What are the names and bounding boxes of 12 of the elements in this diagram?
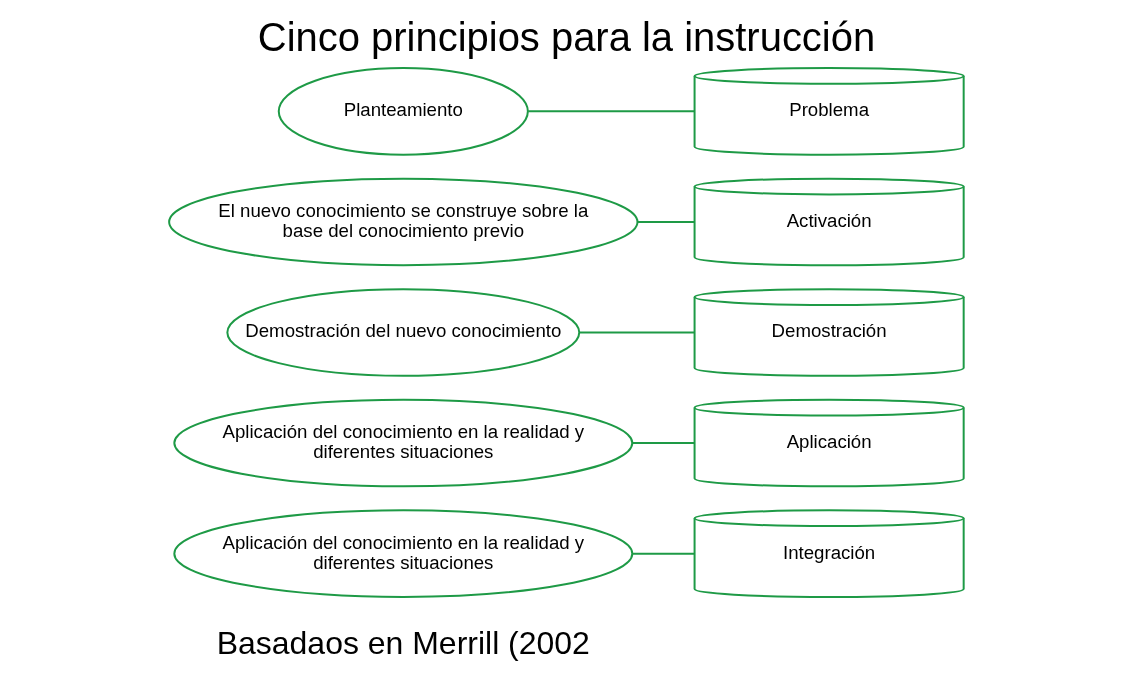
node-ellipse: Planteamiento <box>277 67 529 156</box>
connector <box>631 442 695 445</box>
connector <box>636 220 696 223</box>
node-ellipse: El nuevo conocimiento se construye sobre la base del conocimiento previo <box>167 177 638 267</box>
node-ellipse: Demostración del nuevo conocimiento <box>225 288 580 377</box>
connector <box>631 552 695 555</box>
connector <box>578 331 695 334</box>
node-ellipse: Aplicación del conocimiento en la realidad y diferentes situaciones <box>172 398 633 488</box>
connector <box>526 110 695 113</box>
node-ellipse: Aplicación del conocimiento en la realidad y diferentes situaciones <box>172 509 633 598</box>
diagram-title: Cinco principios para la instrucción <box>257 14 875 59</box>
label: Basadaos en Merrill (2002 <box>216 624 590 661</box>
